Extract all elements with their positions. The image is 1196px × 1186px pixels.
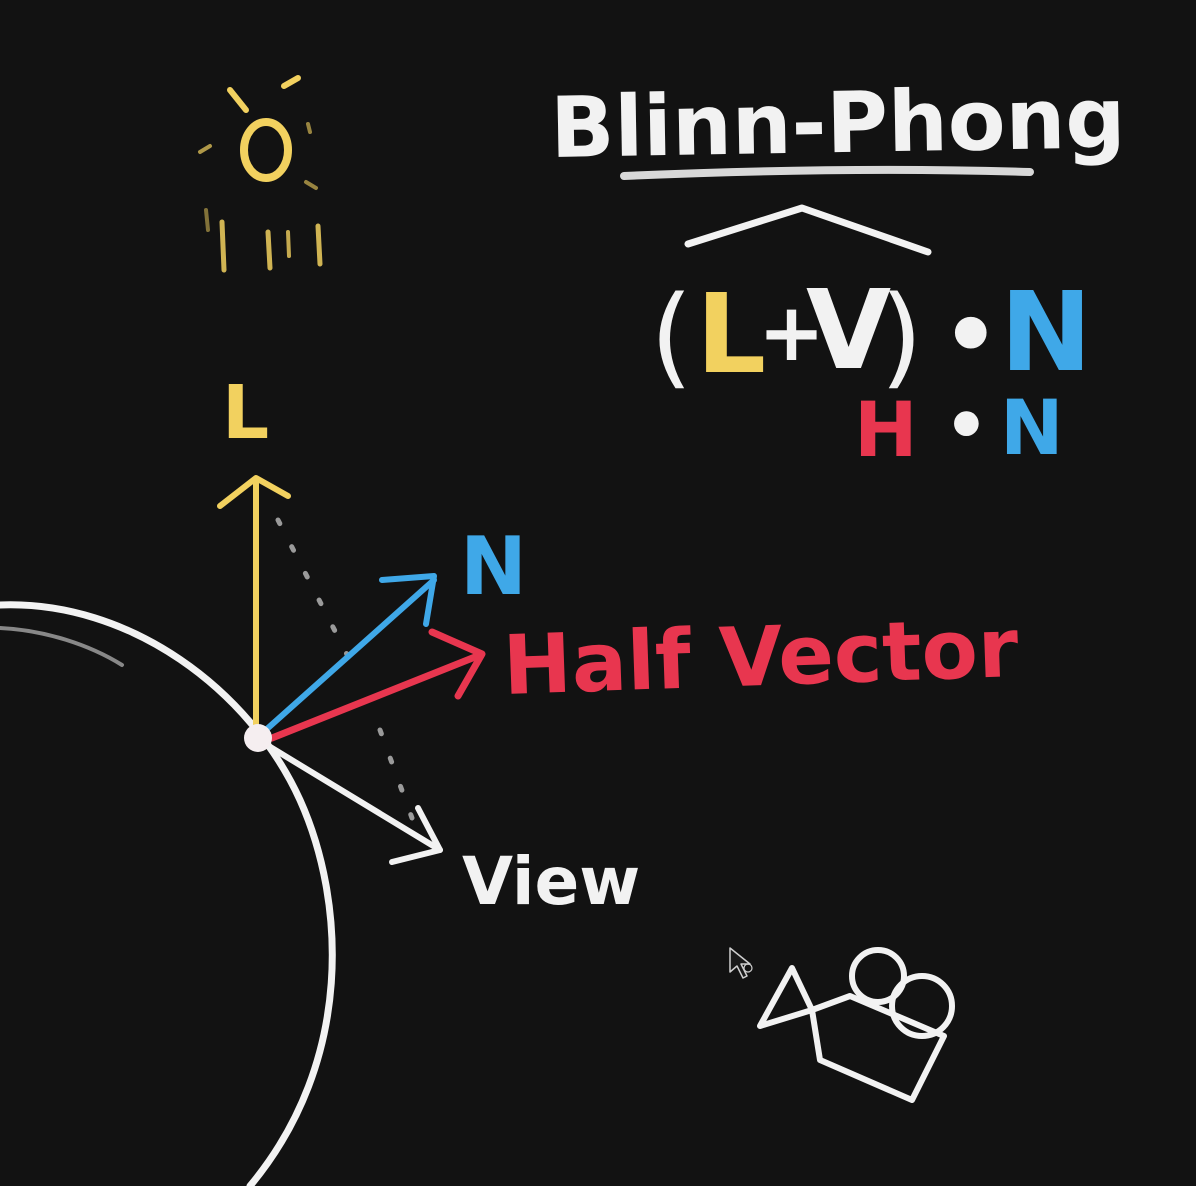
- dotted-guide-light-to-half: [275, 517, 358, 673]
- formula-open-paren: (: [650, 272, 693, 400]
- half-vector: [268, 628, 486, 742]
- normal-vector: [265, 573, 437, 731]
- dotted-guides: [275, 517, 415, 821]
- half-vector-shaft: [268, 651, 484, 742]
- view-vector-arrowhead: [389, 805, 443, 865]
- half-vector-label: Half Vector: [501, 601, 1020, 714]
- formula2-h: H: [854, 385, 918, 474]
- diagram-title: Blinn-Phong: [550, 69, 1127, 177]
- view-vector-shaft: [259, 739, 443, 853]
- formula2-dot: •: [944, 385, 989, 467]
- title-underline: [620, 165, 1034, 180]
- sun-icon: [198, 75, 323, 273]
- formula-l: L: [696, 270, 766, 398]
- view-vector: [259, 739, 443, 865]
- formula-v: V: [806, 266, 891, 394]
- camera-icon: [757, 947, 955, 1103]
- sphere-highlight: [0, 626, 124, 667]
- formula-n: N: [1000, 268, 1092, 396]
- mouse-cursor-icon: [729, 947, 753, 979]
- surface-point: [244, 724, 272, 752]
- formula2-n: N: [1000, 383, 1064, 472]
- half-vector-arrowhead: [428, 628, 486, 700]
- normal-vector-shaft: [265, 577, 437, 731]
- formula-close-paren: ): [880, 272, 923, 400]
- view-vector-label: View: [462, 843, 640, 920]
- sphere: [0, 601, 336, 1186]
- formula-plus: +: [758, 286, 825, 379]
- sphere-outline: [0, 601, 336, 1186]
- formula-dot: •: [942, 283, 1000, 388]
- formula-line-1: ( L + V ) • N: [650, 266, 1092, 400]
- light-vector-arrowhead: [217, 475, 291, 509]
- normal-vector-label: N: [460, 520, 527, 613]
- light-vector-label: L: [222, 370, 269, 456]
- normal-vector-arrowhead: [379, 573, 437, 627]
- dotted-guide-view-to-half: [377, 727, 415, 821]
- half-vector-hat: [684, 204, 932, 256]
- light-vector: [217, 475, 291, 738]
- formula-line-2: H • N: [854, 383, 1064, 474]
